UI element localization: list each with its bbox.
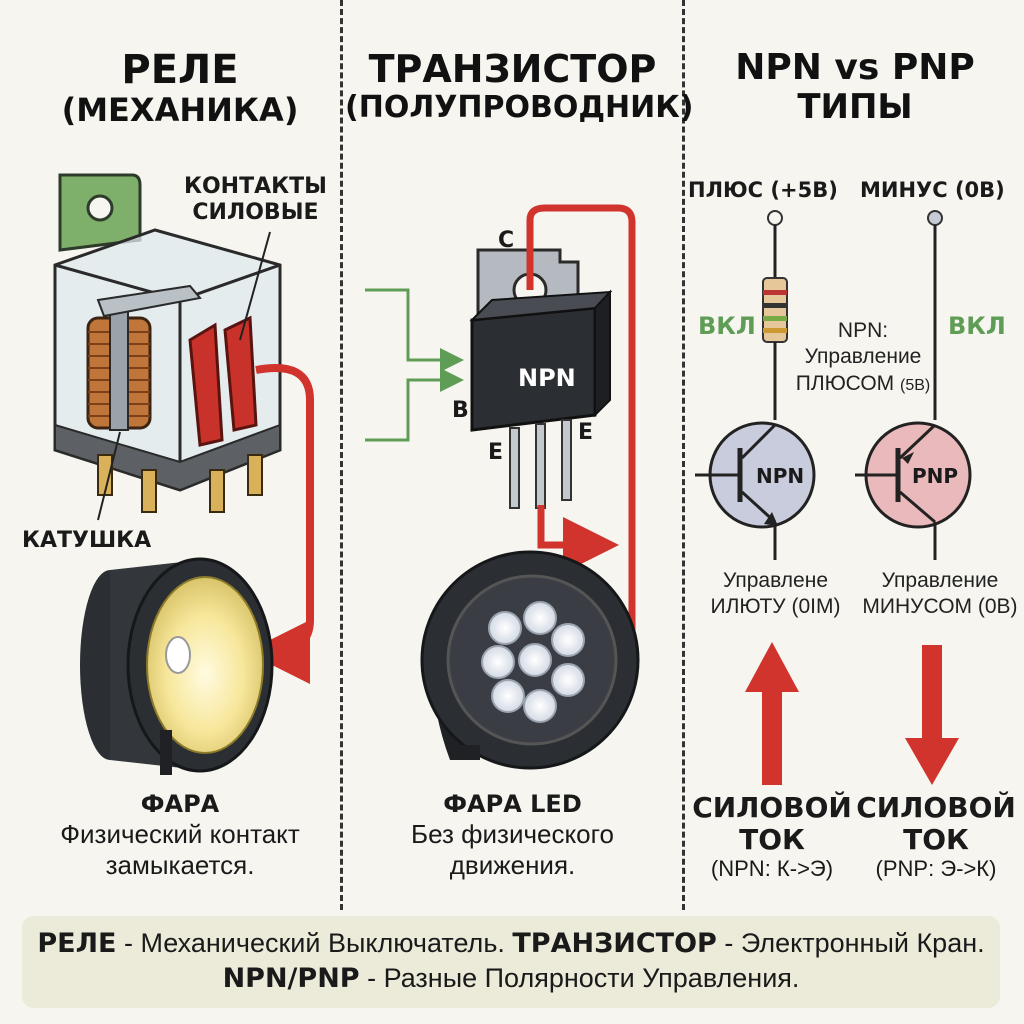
divider-left [340, 0, 343, 910]
npn-note-line4: (5В) [900, 376, 931, 394]
footer-relay-text: - Механический Выключатель. [116, 928, 513, 958]
footer-npn-pnp-text: - Разные Полярности Управления. [359, 963, 800, 994]
relay-bracket-hole [86, 194, 114, 222]
base-signal-arrow-1 [365, 288, 464, 372]
transistor-title-line1: ТРАНЗИСТОР [368, 47, 657, 91]
footer-transistor: ТРАНЗИСТОР [512, 928, 717, 959]
contacts-label-line2: СИЛОВЫЕ [192, 200, 319, 226]
npn-note: NPN: Управление ПЛЮСОМ (5В) [788, 318, 938, 397]
footer-transistor-text: - Электронный Кран. [716, 928, 985, 958]
contacts-label-line1: КОНТАКТЫ [184, 174, 327, 199]
transistor-caption: ФАРА LED Без физического движения. [345, 790, 680, 881]
relay-title-line1: РЕЛЕ [121, 47, 239, 93]
npn-power-line3: (NPN: К->Э) [710, 856, 834, 882]
transistor-title: ТРАНЗИСТОР (ПОЛУПРОВОДНИК) [345, 47, 694, 125]
pin-b-label: B [452, 398, 469, 423]
pin-c-label: C [498, 228, 515, 253]
npn-power-line2: ТОК [739, 823, 805, 857]
relay-title: РЕЛЕ (МЕХАНИКА) [20, 48, 340, 129]
pin-e-right-label: E [578, 420, 594, 445]
npn-control-text: Управлене ИЛЮТУ (0IM) [698, 568, 853, 621]
npn-control-line1: Управлене [722, 569, 828, 592]
npn-note-line2: Управление [804, 345, 922, 369]
types-title: NPN vs PNP ТИПЫ [686, 47, 1024, 128]
pnp-power-line3: (PNP: Э->К) [875, 856, 997, 882]
npn-power-line1: СИЛОВОЙ [692, 791, 852, 824]
npn-current-arrow [745, 642, 799, 785]
led-lamp [420, 550, 640, 770]
pnp-control-line1: Управление [881, 569, 999, 592]
npn-on-label: ВКЛ [698, 312, 756, 340]
relay-lamp [80, 557, 274, 775]
npn-note-line1: NPN: [837, 319, 889, 342]
npn-symbol-label: NPN [756, 464, 805, 488]
minus-supply-label: МИНУС (0В) [860, 178, 1005, 202]
npn-power-current: СИЛОВОЙ ТОК (NPN: К->Э) [692, 791, 852, 882]
transistor-body-label: NPN [518, 364, 576, 392]
relay-lamp-desc: Физический контакт замыкается. [60, 818, 300, 880]
relay-contacts [188, 322, 224, 447]
relay-power-wire [246, 364, 314, 684]
footer-npn-pnp: NPN/PNP [222, 963, 360, 995]
pnp-current-arrow [905, 645, 959, 785]
pnp-on-label: ВКЛ [948, 312, 1006, 340]
relay-coil-label: КАТУШКА [22, 528, 152, 553]
summary-footer: РЕЛЕ - Механический Выключатель. ТРАНЗИС… [22, 916, 1000, 1008]
relay-caption: ФАРА Физический контакт замыкается. [20, 790, 340, 881]
base-signal-arrow-2 [365, 368, 464, 442]
led-lamp-title: ФАРА LED [443, 790, 582, 818]
relay-title-line2: (МЕХАНИКА) [61, 90, 299, 129]
pnp-symbol-label: PNP [912, 464, 959, 488]
pnp-control-text: Управление МИНУСОМ (0В) [860, 568, 1020, 621]
pnp-power-line2: ТОК [903, 823, 969, 857]
pnp-power-current: СИЛОВОЙ ТОК (PNP: Э->К) [856, 791, 1016, 882]
npn-control-line2: ИЛЮТУ (0IM) [710, 595, 841, 619]
transistor-title-line2: (ПОЛУПРОВОДНИК) [345, 89, 694, 125]
types-title-line2: ТИПЫ [797, 87, 913, 128]
footer-relay: РЕЛЕ [37, 928, 117, 959]
npn-pnp-illustration [695, 210, 972, 785]
pnp-power-line1: СИЛОВОЙ [856, 791, 1016, 824]
divider-right [682, 0, 685, 910]
types-title-line1: NPN vs PNP [735, 47, 975, 88]
pnp-control-line2: МИНУСОМ (0В) [862, 595, 1018, 619]
plus-supply-label: ПЛЮС (+5В) [688, 178, 838, 202]
relay-contacts-label: КОНТАКТЫ СИЛОВЫЕ [184, 174, 327, 227]
npn-note-line3: ПЛЮСОМ [795, 371, 895, 395]
led-lamp-desc: Без физического движения. [411, 818, 614, 880]
relay-lamp-title: ФАРА [140, 790, 220, 818]
relay-illustration [53, 173, 314, 684]
pin-e-left-label: E [488, 440, 504, 465]
